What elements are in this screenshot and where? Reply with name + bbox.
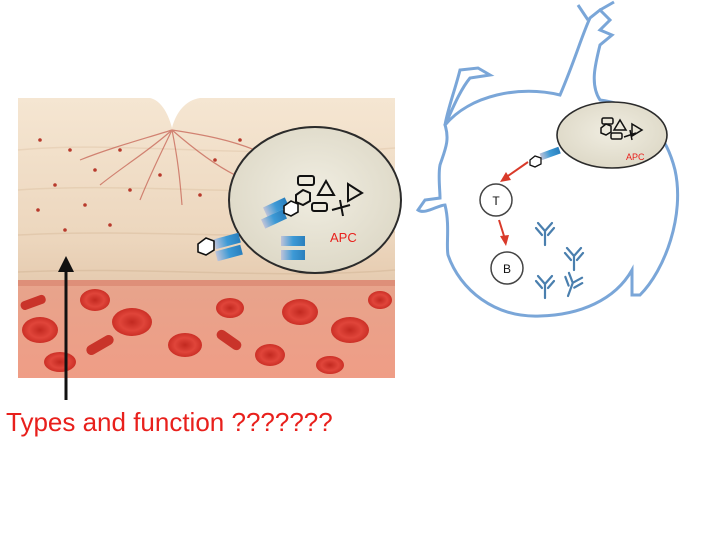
antibodies [534, 221, 585, 300]
upward-arrow [58, 256, 74, 400]
t-cell-label: T [492, 194, 500, 208]
antibody-icon [534, 221, 556, 247]
apc-label-node: APC [626, 152, 645, 162]
b-cell-label: B [503, 262, 511, 276]
question-caption: Types and function ??????? [6, 407, 333, 437]
tissue-panel: APC [17, 98, 402, 378]
antigen-fragments [295, 175, 364, 217]
t-cell [479, 183, 513, 217]
arrow-t-to-b [498, 219, 509, 246]
antibody-icon [564, 271, 584, 298]
mhc-receptors [197, 197, 305, 262]
apc-label-tissue: APC [330, 230, 357, 245]
pathogen-dots [36, 138, 242, 232]
antibody-icon [534, 274, 556, 300]
red-blood-cells [20, 289, 392, 374]
antibody-icon [563, 246, 585, 272]
lymph-node: APC T B [415, 0, 680, 318]
pathogen-streaks [79, 129, 256, 206]
lymph-node-outline [415, 7, 680, 318]
arrow-apc-to-t [500, 161, 529, 182]
b-cell [490, 251, 524, 285]
apc-cell-node [556, 101, 668, 169]
apc-cell-tissue [228, 126, 402, 274]
